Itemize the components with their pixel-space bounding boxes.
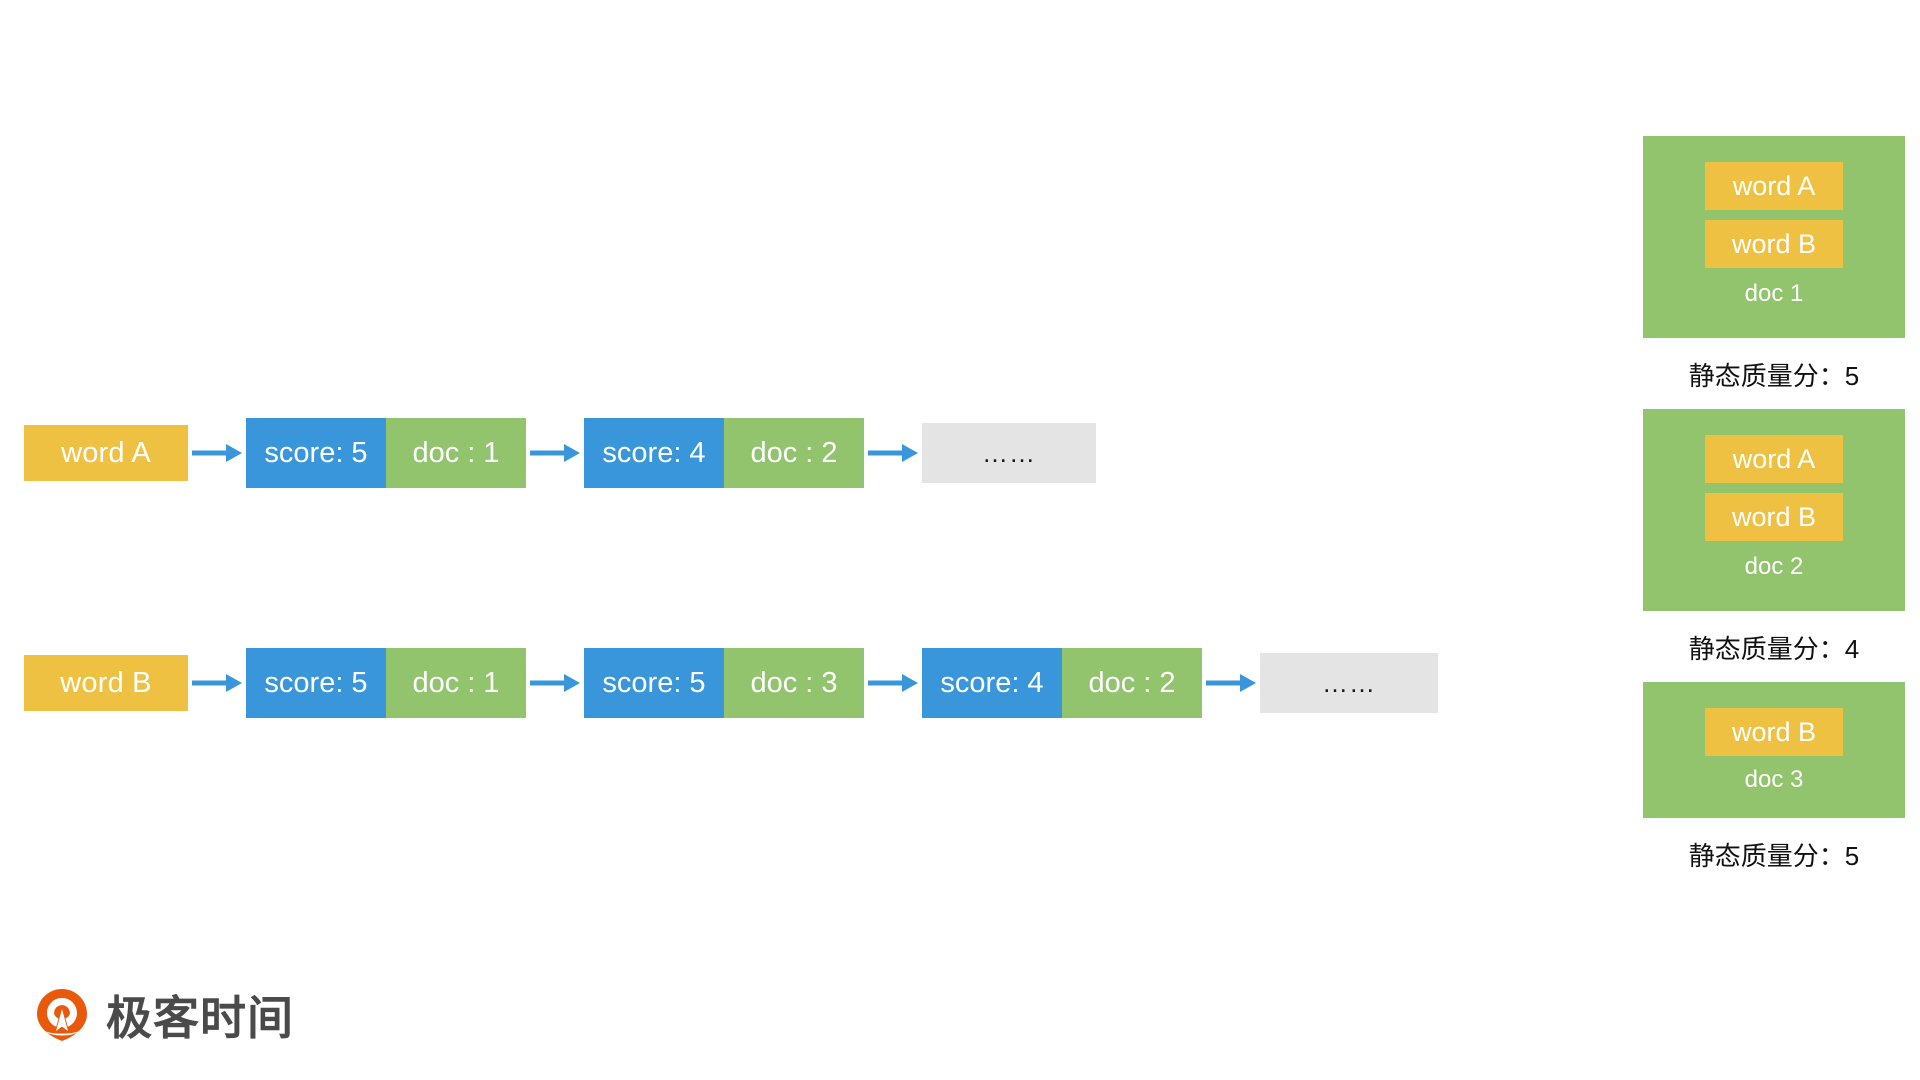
document-card: word A word B doc 2 — [1643, 409, 1905, 611]
arrow-icon — [526, 655, 584, 711]
doc-cell: doc : 1 — [386, 418, 526, 488]
doc-cell: doc : 2 — [724, 418, 864, 488]
doc-cell: doc : 1 — [386, 648, 526, 718]
document-panel: word A word B doc 1 静态质量分：5 word A word … — [1643, 136, 1905, 889]
static-quality-score: 静态质量分：5 — [1688, 841, 1860, 871]
arrow-icon — [1202, 655, 1260, 711]
document-word: word B — [1705, 220, 1843, 268]
posting-node: score: 4 doc : 2 — [922, 648, 1202, 718]
posting-node: score: 5 doc : 1 — [246, 418, 526, 488]
doc-cell: doc : 3 — [724, 648, 864, 718]
posting-node: score: 5 doc : 1 — [246, 648, 526, 718]
posting-list-row-word-a: word A score: 5 doc : 1 score: 4 doc : 2 — [24, 418, 1096, 488]
document-label: doc 1 — [1744, 280, 1804, 307]
document-card: word A word B doc 1 — [1643, 136, 1905, 338]
geektime-logo-icon — [34, 987, 90, 1043]
score-cell: score: 4 — [922, 648, 1062, 718]
arrow-icon — [188, 655, 246, 711]
logo-wordmark: 极客时间 — [106, 991, 294, 1045]
static-quality-score: 静态质量分：5 — [1688, 361, 1860, 391]
posting-list-continuation: …… — [922, 423, 1096, 483]
posting-node: score: 4 doc : 2 — [584, 418, 864, 488]
score-cell: score: 5 — [246, 648, 386, 718]
term-label: word B — [60, 666, 152, 699]
brand-logo: 极客时间 — [34, 982, 294, 1048]
term-box-word-a: word A — [24, 425, 188, 481]
document-word: word B — [1705, 493, 1843, 541]
score-cell: score: 4 — [584, 418, 724, 488]
posting-list-continuation: …… — [1260, 653, 1438, 713]
document-label: doc 3 — [1744, 766, 1804, 793]
arrow-icon — [864, 655, 922, 711]
document-card: word B doc 3 — [1643, 682, 1905, 818]
arrow-icon — [188, 425, 246, 481]
document-label: doc 2 — [1744, 553, 1804, 580]
score-cell: score: 5 — [246, 418, 386, 488]
score-cell: score: 5 — [584, 648, 724, 718]
posting-list-row-word-b: word B score: 5 doc : 1 score: 5 doc : 3 — [24, 648, 1438, 718]
term-label: word A — [61, 436, 151, 469]
static-quality-score: 静态质量分：4 — [1688, 634, 1860, 664]
document-group-doc-1: word A word B doc 1 静态质量分：5 — [1643, 136, 1905, 409]
document-word: word A — [1705, 435, 1843, 483]
doc-cell: doc : 2 — [1062, 648, 1202, 718]
document-group-doc-2: word A word B doc 2 静态质量分：4 — [1643, 409, 1905, 682]
document-group-doc-3: word B doc 3 静态质量分：5 — [1643, 682, 1905, 889]
arrow-icon — [526, 425, 584, 481]
document-word: word B — [1705, 708, 1843, 756]
document-word: word A — [1705, 162, 1843, 210]
arrow-icon — [864, 425, 922, 481]
posting-node: score: 5 doc : 3 — [584, 648, 864, 718]
term-box-word-b: word B — [24, 655, 188, 711]
